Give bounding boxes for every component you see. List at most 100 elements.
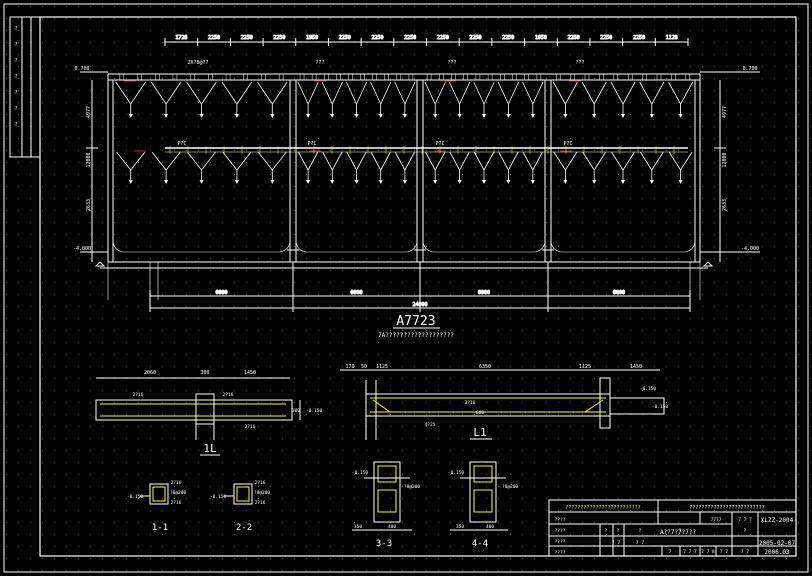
section-label: ?8@200 <box>502 484 519 490</box>
arrow-icon <box>482 114 486 118</box>
arrow-icon <box>530 114 535 118</box>
strut <box>651 151 664 171</box>
strut <box>483 81 495 105</box>
bottom-dim-label: 6000 <box>350 290 362 296</box>
strut <box>356 81 368 105</box>
bracket <box>613 73 619 81</box>
bracket <box>451 73 456 81</box>
beam2-dim: 1125 <box>579 364 591 370</box>
arrow-icon <box>678 180 683 184</box>
bracket <box>627 73 633 81</box>
arrow-icon <box>306 114 311 118</box>
beam2-dim: 6350 <box>479 364 491 370</box>
strut <box>271 151 287 171</box>
bottom-dim-label: 6000 <box>613 290 625 296</box>
strut <box>394 81 406 105</box>
strut <box>130 81 146 105</box>
bracket <box>570 73 575 81</box>
section-4-4 <box>450 461 508 531</box>
arrow-icon <box>482 180 486 184</box>
arrow-icon <box>592 114 597 118</box>
overall-dim-label: 24000 <box>412 302 427 308</box>
inner-frame <box>39 16 797 557</box>
truss-label: P?C <box>177 141 186 147</box>
arrow-icon <box>678 114 683 118</box>
section-label: 350 <box>456 524 464 530</box>
section-label: 350 <box>354 524 362 530</box>
top-dim-label: 1950 <box>535 35 547 41</box>
section-title: 2-2 <box>236 523 252 533</box>
arrow-icon <box>330 114 335 118</box>
strut <box>394 151 406 171</box>
strut <box>498 151 509 171</box>
arrow-icon <box>621 180 625 184</box>
beam2-dim: 170 <box>345 364 354 370</box>
strut <box>257 81 273 105</box>
tb-cell: 7 7 <box>612 540 620 546</box>
arrow-icon <box>270 180 275 184</box>
arrow-icon <box>354 114 359 118</box>
strut <box>201 81 217 105</box>
bracket <box>119 73 125 81</box>
arrow-icon <box>592 180 597 184</box>
strut <box>236 81 253 105</box>
strut <box>668 81 681 105</box>
arrow-icon <box>649 180 654 184</box>
bracket <box>243 73 248 81</box>
strut <box>522 81 534 105</box>
section-title: 1-1 <box>152 523 168 533</box>
bracket <box>384 73 389 81</box>
strut <box>680 151 693 171</box>
strut <box>473 151 485 171</box>
strut <box>345 81 357 105</box>
beam1-label: 300 <box>292 408 300 414</box>
tb-cell: 7 7 8 <box>701 549 715 555</box>
strut <box>307 151 319 171</box>
bracket <box>426 73 432 81</box>
strut <box>346 151 357 171</box>
arrow-icon <box>457 180 462 184</box>
strut <box>271 81 288 105</box>
strut <box>680 81 694 105</box>
strut <box>448 81 460 105</box>
left-height-label: 4977 <box>86 106 92 118</box>
top-dim-label: 2250 <box>600 35 612 41</box>
tb-row-label: ???? <box>555 528 566 534</box>
strut <box>356 151 367 171</box>
strut <box>651 81 665 105</box>
section-label: 2?16 <box>255 480 266 486</box>
strut <box>221 81 238 105</box>
strip-label: ? <box>14 122 17 128</box>
bracket <box>208 73 213 81</box>
strut <box>459 81 471 105</box>
arrow-icon <box>234 180 239 184</box>
beam2-label: 4?25 <box>425 422 436 428</box>
bottom-dim-label: 6000 <box>215 290 227 296</box>
arrow-icon <box>128 114 133 118</box>
strut <box>307 81 319 105</box>
strut <box>668 151 681 171</box>
strut <box>165 151 181 171</box>
strut <box>532 81 544 105</box>
strut <box>581 81 595 105</box>
arrow-icon <box>530 180 535 184</box>
strut <box>404 151 415 171</box>
title-block <box>548 499 797 557</box>
strut <box>611 151 624 171</box>
bracket <box>584 73 590 81</box>
arrow-icon <box>378 114 383 118</box>
bracket <box>299 73 305 81</box>
arrow-icon <box>270 114 275 118</box>
section-title: 4-4 <box>472 539 488 549</box>
strut <box>639 81 653 105</box>
tb-col-head: ? <box>617 528 620 534</box>
bracket <box>278 73 284 81</box>
arrow-icon <box>402 180 407 184</box>
tb-cell: 7 <box>669 549 672 555</box>
arrow-icon <box>354 180 359 184</box>
strut <box>565 151 578 171</box>
strut <box>483 151 495 171</box>
strut <box>449 151 460 171</box>
strut <box>236 151 252 171</box>
